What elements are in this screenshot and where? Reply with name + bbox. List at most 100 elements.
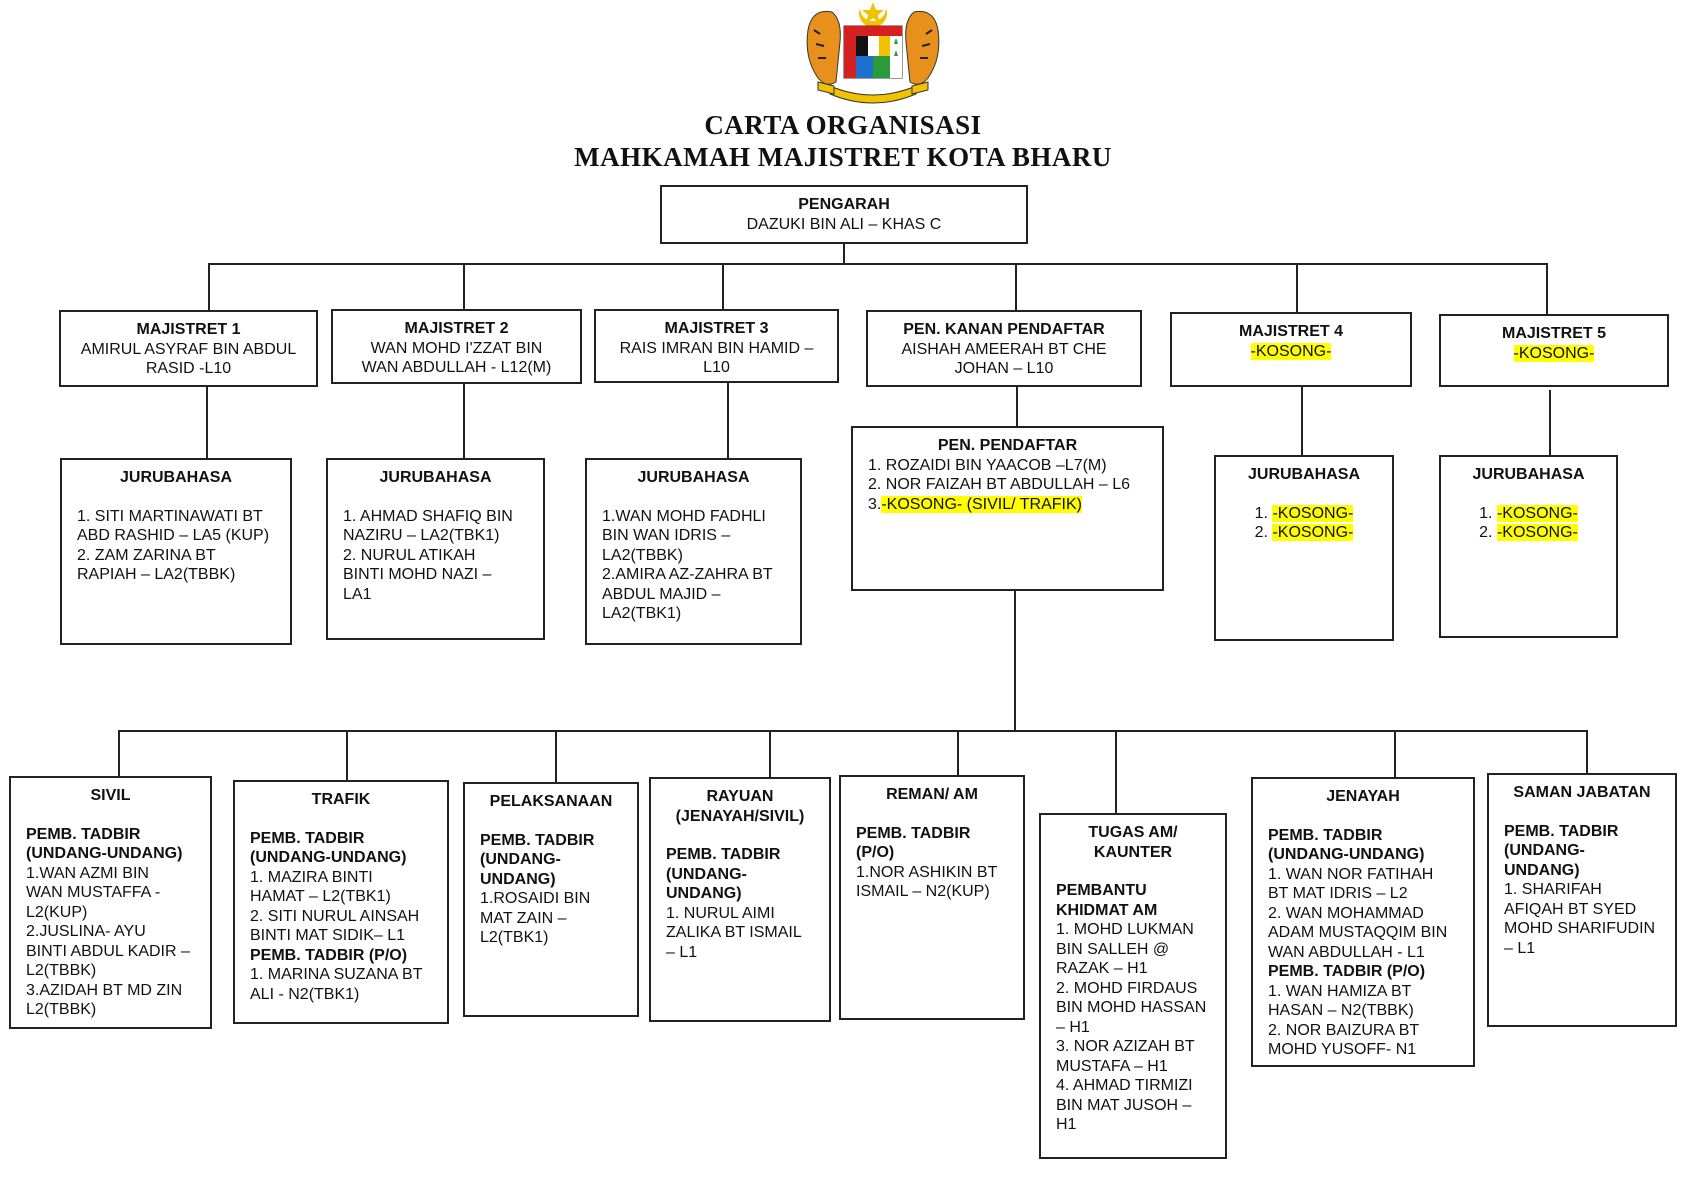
- staff-entry: 1.WAN AZMI BIN: [26, 864, 210, 884]
- staff-entry: 1. WAN NOR FATIHAH: [1268, 865, 1473, 885]
- spacer: [856, 805, 1023, 824]
- connector: [463, 384, 465, 458]
- box-title: MAJISTRET 4: [1238, 323, 1343, 340]
- entry-text: 1. WAN HAMIZA BT: [1268, 982, 1412, 1000]
- box-title: SIVIL: [90, 787, 131, 804]
- entry-text: MUSTAFA – H1: [1056, 1057, 1168, 1075]
- connector: [1016, 387, 1018, 426]
- staff-entry: HAMAT – L2(TBK1): [250, 887, 447, 907]
- entry-text: – H1: [1056, 1018, 1090, 1036]
- entry-text: 2. SITI NURUL AINSAH: [250, 907, 420, 925]
- entry-text: 1. SHARIFAH: [1504, 881, 1602, 898]
- spacer: [250, 810, 447, 829]
- staff-entry: – L1: [1504, 939, 1675, 959]
- entry-text: 2. NOR FAIZAH BT ABDULLAH – L6: [868, 476, 1131, 493]
- entry-text: MOHD SHARIFUDIN: [1504, 920, 1656, 937]
- staff-entry: 2.JUSLINA- AYU: [26, 922, 210, 942]
- list-number: 3.: [868, 495, 882, 513]
- vacant-position: -KOSONG-: [1496, 524, 1578, 541]
- staff-entry: 2. NURUL ATIKAH: [343, 546, 543, 566]
- entry-text: LA2(TBBK): [602, 546, 683, 564]
- entry-text: 3.AZIDAH BT MD ZIN: [26, 981, 183, 999]
- staff-entry: L2(KUP): [26, 903, 210, 923]
- staff-entry: -KOSONG-: [1172, 342, 1410, 362]
- staff-entry: JOHAN – L10: [868, 359, 1140, 379]
- entry-text: RAIS IMRAN BIN HAMID –: [619, 339, 814, 357]
- section-heading: (UNDANG-: [1504, 841, 1675, 861]
- section-heading: PEMB. TADBIR: [1268, 826, 1473, 846]
- entry-text: 2. WAN MOHAMMAD: [1268, 904, 1424, 922]
- staff-entry: 2. -KOSONG-: [1216, 523, 1392, 543]
- entry-text: ZALIKA BT ISMAIL: [666, 924, 802, 941]
- section-heading: KHIDMAT AM: [1056, 901, 1225, 921]
- staff-entry: ABDUL MAJID –: [602, 585, 800, 605]
- entry-text: ADAM MUSTAQQIM BIN: [1268, 924, 1448, 941]
- section-heading: (UNDANG-UNDANG): [250, 848, 447, 868]
- section-heading: (UNDANG-UNDANG): [1268, 845, 1473, 865]
- entry-text: RAPIAH – LA2(TBBK): [77, 566, 236, 583]
- vacant-position: -KOSONG-: [1496, 504, 1578, 522]
- entry-text: 1. MARINA SUZANA BT: [250, 966, 423, 983]
- staff-entry: ADAM MUSTAQQIM BIN: [1268, 923, 1473, 943]
- entry-text: HASAN – N2(TBBK): [1268, 1002, 1414, 1019]
- entry-text: 1.NOR ASHIKIN BT: [856, 863, 998, 881]
- spacer: [1268, 807, 1473, 826]
- box-title: JURUBAHASA: [119, 469, 232, 486]
- connector: [1015, 263, 1017, 310]
- entry-text: 1. MOHD LUKMAN: [1056, 921, 1194, 938]
- staff-entry: H1: [1056, 1115, 1225, 1135]
- staff-entry: 3. NOR AZIZAH BT: [1056, 1037, 1225, 1057]
- connector: [463, 263, 465, 309]
- box-title: PENGARAH: [798, 196, 890, 213]
- entry-text: BINTI MAT SIDIK– L1: [250, 927, 406, 944]
- connector: [208, 263, 210, 310]
- entry-text: – L1: [1504, 939, 1536, 957]
- section-heading: (UNDANG-UNDANG): [26, 844, 210, 864]
- staff-entry: L10: [596, 358, 837, 378]
- staff-entry: 2. SITI NURUL AINSAH: [250, 907, 447, 927]
- entry-text: PEMB. TADBIR: [1504, 822, 1619, 840]
- section-heading: PEMB. TADBIR: [1504, 822, 1675, 842]
- staff-entry: AISHAH AMEERAH BT CHE: [868, 340, 1140, 360]
- entry-text: ABDUL MAJID –: [602, 585, 721, 603]
- entry-text: 2. NURUL ATIKAH: [343, 546, 476, 564]
- entry-text: LA1: [343, 585, 372, 603]
- staff-entry: 1. NURUL AIMI: [666, 904, 829, 924]
- entry-text: – L1: [666, 943, 698, 961]
- connector: [1296, 263, 1298, 312]
- box-title: RAYUAN: [706, 788, 774, 805]
- entry-text: PEMBANTU: [1056, 882, 1147, 899]
- entry-text: BIN SALLEH @: [1056, 940, 1170, 958]
- section-heading: PEMBANTU: [1056, 881, 1225, 901]
- list-number: 2.: [1479, 524, 1497, 541]
- staff-entry: LA2(TBBK): [602, 546, 800, 566]
- entry-text: PEMB. TADBIR (P/O): [250, 946, 408, 964]
- box-title: MAJISTRET 3: [664, 320, 769, 337]
- entry-text: MOHD YUSOFF- N1: [1268, 1041, 1417, 1058]
- staff-entry: MAT ZAIN –: [480, 909, 637, 929]
- entry-text: BIN WAN IDRIS –: [602, 527, 731, 544]
- staff-entry: RASID -L10: [61, 359, 316, 379]
- section-heading: PEMB. TADBIR (P/O): [1268, 962, 1473, 982]
- entry-text: UNDANG): [480, 870, 556, 888]
- entry-text: 4. AHMAD TIRMIZI: [1056, 1077, 1193, 1094]
- entry-text: BIN MAT JUSOH –: [1056, 1096, 1192, 1114]
- staff-entry: 1. SITI MARTINAWATI BT: [77, 507, 290, 527]
- entry-text: L10: [703, 359, 730, 376]
- spacer: [1216, 485, 1392, 504]
- list-number: 1.: [1254, 504, 1273, 522]
- staff-entry: 3.AZIDAH BT MD ZIN: [26, 981, 210, 1001]
- entry-text: JOHAN – L10: [954, 360, 1054, 377]
- connector: [1301, 387, 1303, 455]
- staff-entry: 2. ZAM ZARINA BT: [77, 546, 290, 566]
- staff-entry: 1. -KOSONG-: [1216, 504, 1392, 524]
- list-number: 2.: [1254, 524, 1273, 541]
- entry-text: 3. NOR AZIZAH BT: [1056, 1038, 1195, 1055]
- staff-entry: 1. WAN HAMIZA BT: [1268, 982, 1473, 1002]
- section-heading: PEMB. TADBIR: [856, 824, 1023, 844]
